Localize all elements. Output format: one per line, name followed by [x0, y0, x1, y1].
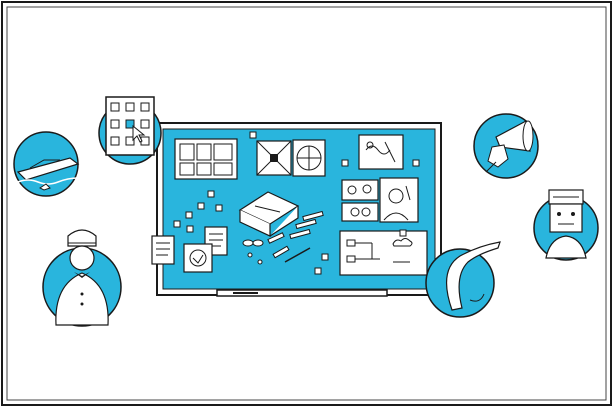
bellhop-icon — [42, 229, 122, 327]
pinboard-tray — [216, 289, 388, 297]
portrait-card — [379, 177, 419, 223]
envelope-card — [256, 140, 292, 176]
whiteboard-inner-frame — [6, 6, 607, 401]
boat-icon — [13, 131, 80, 197]
grid-sketch-card — [174, 138, 238, 180]
flowchart-card — [339, 230, 428, 276]
megaphone-icon — [473, 113, 539, 179]
app-grid-icon — [98, 96, 162, 165]
robot-icon — [533, 189, 599, 261]
sticky-notes — [173, 131, 420, 275]
pie-card — [292, 139, 326, 177]
mindmap-card — [183, 243, 213, 273]
photo-collage-card — [341, 179, 379, 222]
boomerang-icon — [425, 241, 501, 318]
scattered-tools — [242, 210, 324, 265]
doodle-card — [358, 134, 404, 170]
pinboard — [151, 122, 442, 297]
box-sketch — [238, 191, 300, 237]
